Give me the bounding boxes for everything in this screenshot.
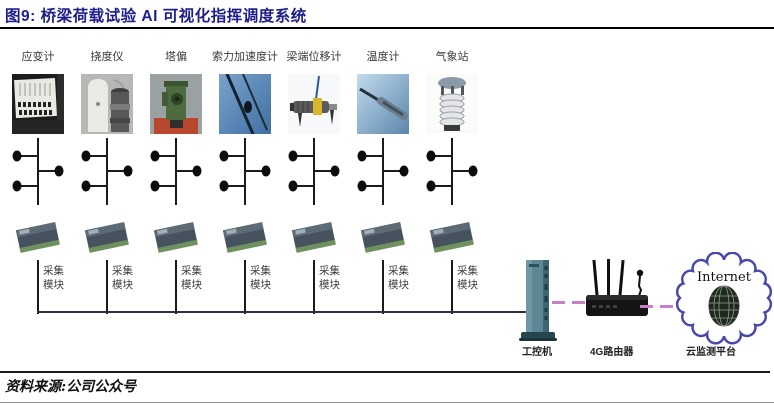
bottom-rule <box>0 402 774 403</box>
acquisition-module-image <box>153 218 199 258</box>
internet-cloud-image: Internet <box>675 251 773 346</box>
sensor-column-beam-displacement: 梁端位移计 <box>286 48 342 316</box>
acquisition-module-label: 采集 模块 <box>112 265 133 291</box>
cloud-platform-label: 云监测平台 <box>686 347 736 358</box>
title-rule <box>0 27 774 29</box>
weather-station-image <box>426 74 478 134</box>
module-drop-line <box>37 260 39 314</box>
sensor-column-weather-station: 气象站 <box>424 48 480 316</box>
sensor-branch-tree <box>81 138 133 205</box>
sensor-branch-tree <box>12 138 64 205</box>
acquisition-module-label: 采集 模块 <box>43 265 64 291</box>
sensor-label: 气象站 <box>435 51 469 63</box>
module-drop-line <box>106 260 108 314</box>
source-text: 资料来源:公司公众号 <box>5 379 137 395</box>
sensor-column-thermometer: 温度计 <box>355 48 411 316</box>
module-drop-line <box>451 260 453 314</box>
sensor-branch-tree <box>357 138 409 205</box>
acquisition-module-label: 采集 模块 <box>319 265 340 291</box>
cable-accelerometer-image <box>219 74 271 134</box>
acquisition-module-image <box>291 218 337 258</box>
acquisition-module-image <box>222 218 268 258</box>
router-cloud-connector <box>640 305 676 308</box>
sensor-label: 梁端位移计 <box>286 51 342 63</box>
acquisition-module-label: 采集 模块 <box>250 265 271 291</box>
figure-title: 图9: 桥梁荷载试验 AI 可视化指挥调度系统 <box>5 8 307 25</box>
acquisition-module-image <box>15 218 61 258</box>
sensor-branch-tree <box>150 138 202 205</box>
sensor-branch-tree <box>426 138 478 205</box>
module-drop-line <box>382 260 384 314</box>
sensor-label: 索力加速度计 <box>212 51 278 63</box>
module-drop-line <box>175 260 177 314</box>
sensor-column-strain-gauge: 应变计 <box>10 48 66 316</box>
deflection-meter-image <box>81 74 133 134</box>
acquisition-module-image <box>360 218 406 258</box>
sensor-column-deflection-meter: 挠度仪 <box>79 48 135 316</box>
router-4g-label: 4G路由器 <box>590 347 634 358</box>
router-4g-image <box>584 258 652 322</box>
acquisition-module-label: 采集 模块 <box>181 265 202 291</box>
pc-router-connector <box>552 301 588 304</box>
thermometer-probe-image <box>357 74 409 134</box>
sensor-column-total-station: 塔偏 <box>148 48 204 316</box>
sensor-label: 挠度仪 <box>90 51 124 63</box>
module-drop-line <box>244 260 246 314</box>
acquisition-module-image <box>429 218 475 258</box>
strain-gauge-image <box>12 74 64 134</box>
sensor-column-cable-accelerometer: 索力加速度计 <box>212 48 278 316</box>
sensor-label: 应变计 <box>21 51 55 63</box>
acquisition-module-image <box>84 218 130 258</box>
industrial-pc-label: 工控机 <box>522 347 552 358</box>
sensor-branch-tree <box>288 138 340 205</box>
total-station-image <box>150 74 202 134</box>
sensor-label: 塔偏 <box>165 51 187 63</box>
source-rule <box>0 371 770 373</box>
industrial-pc-image <box>517 258 561 344</box>
bus-line <box>37 311 527 313</box>
internet-text: Internet <box>697 270 752 285</box>
acquisition-module-label: 采集 模块 <box>457 265 478 291</box>
sensor-label: 温度计 <box>366 51 400 63</box>
beam-displacement-gauge-image <box>288 74 340 134</box>
sensor-branch-tree <box>219 138 271 205</box>
module-drop-line <box>313 260 315 314</box>
acquisition-module-label: 采集 模块 <box>388 265 409 291</box>
